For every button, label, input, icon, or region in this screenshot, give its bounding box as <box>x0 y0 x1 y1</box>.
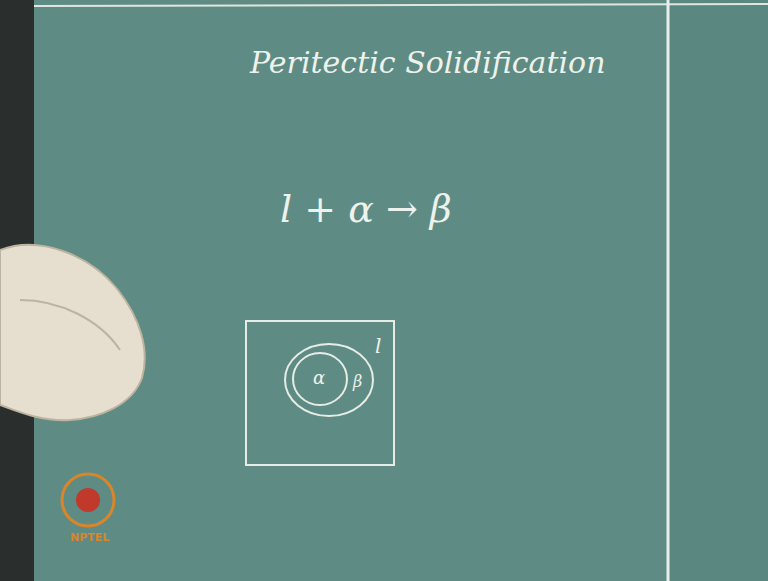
node-label: l <box>375 336 381 356</box>
node-label: β <box>353 374 362 390</box>
board-title: Peritectic Solidification <box>250 48 605 78</box>
reaction-equation: l + α → β <box>280 190 452 228</box>
outline-path <box>285 344 373 416</box>
alpha-particle: α <box>291 351 349 407</box>
board-rim <box>34 4 768 6</box>
logo-text: NPTEL <box>70 532 109 543</box>
board-panel <box>670 0 768 581</box>
beta-shell: βα <box>283 342 375 418</box>
outline-path <box>293 353 347 405</box>
liquid-region: lβα <box>245 320 395 466</box>
sleeve-fold <box>20 300 120 350</box>
lecturer-hand <box>0 245 145 420</box>
node-label: α <box>313 369 325 387</box>
logo-core <box>76 488 100 512</box>
board-divider <box>667 0 670 581</box>
logo-ring <box>62 474 114 526</box>
